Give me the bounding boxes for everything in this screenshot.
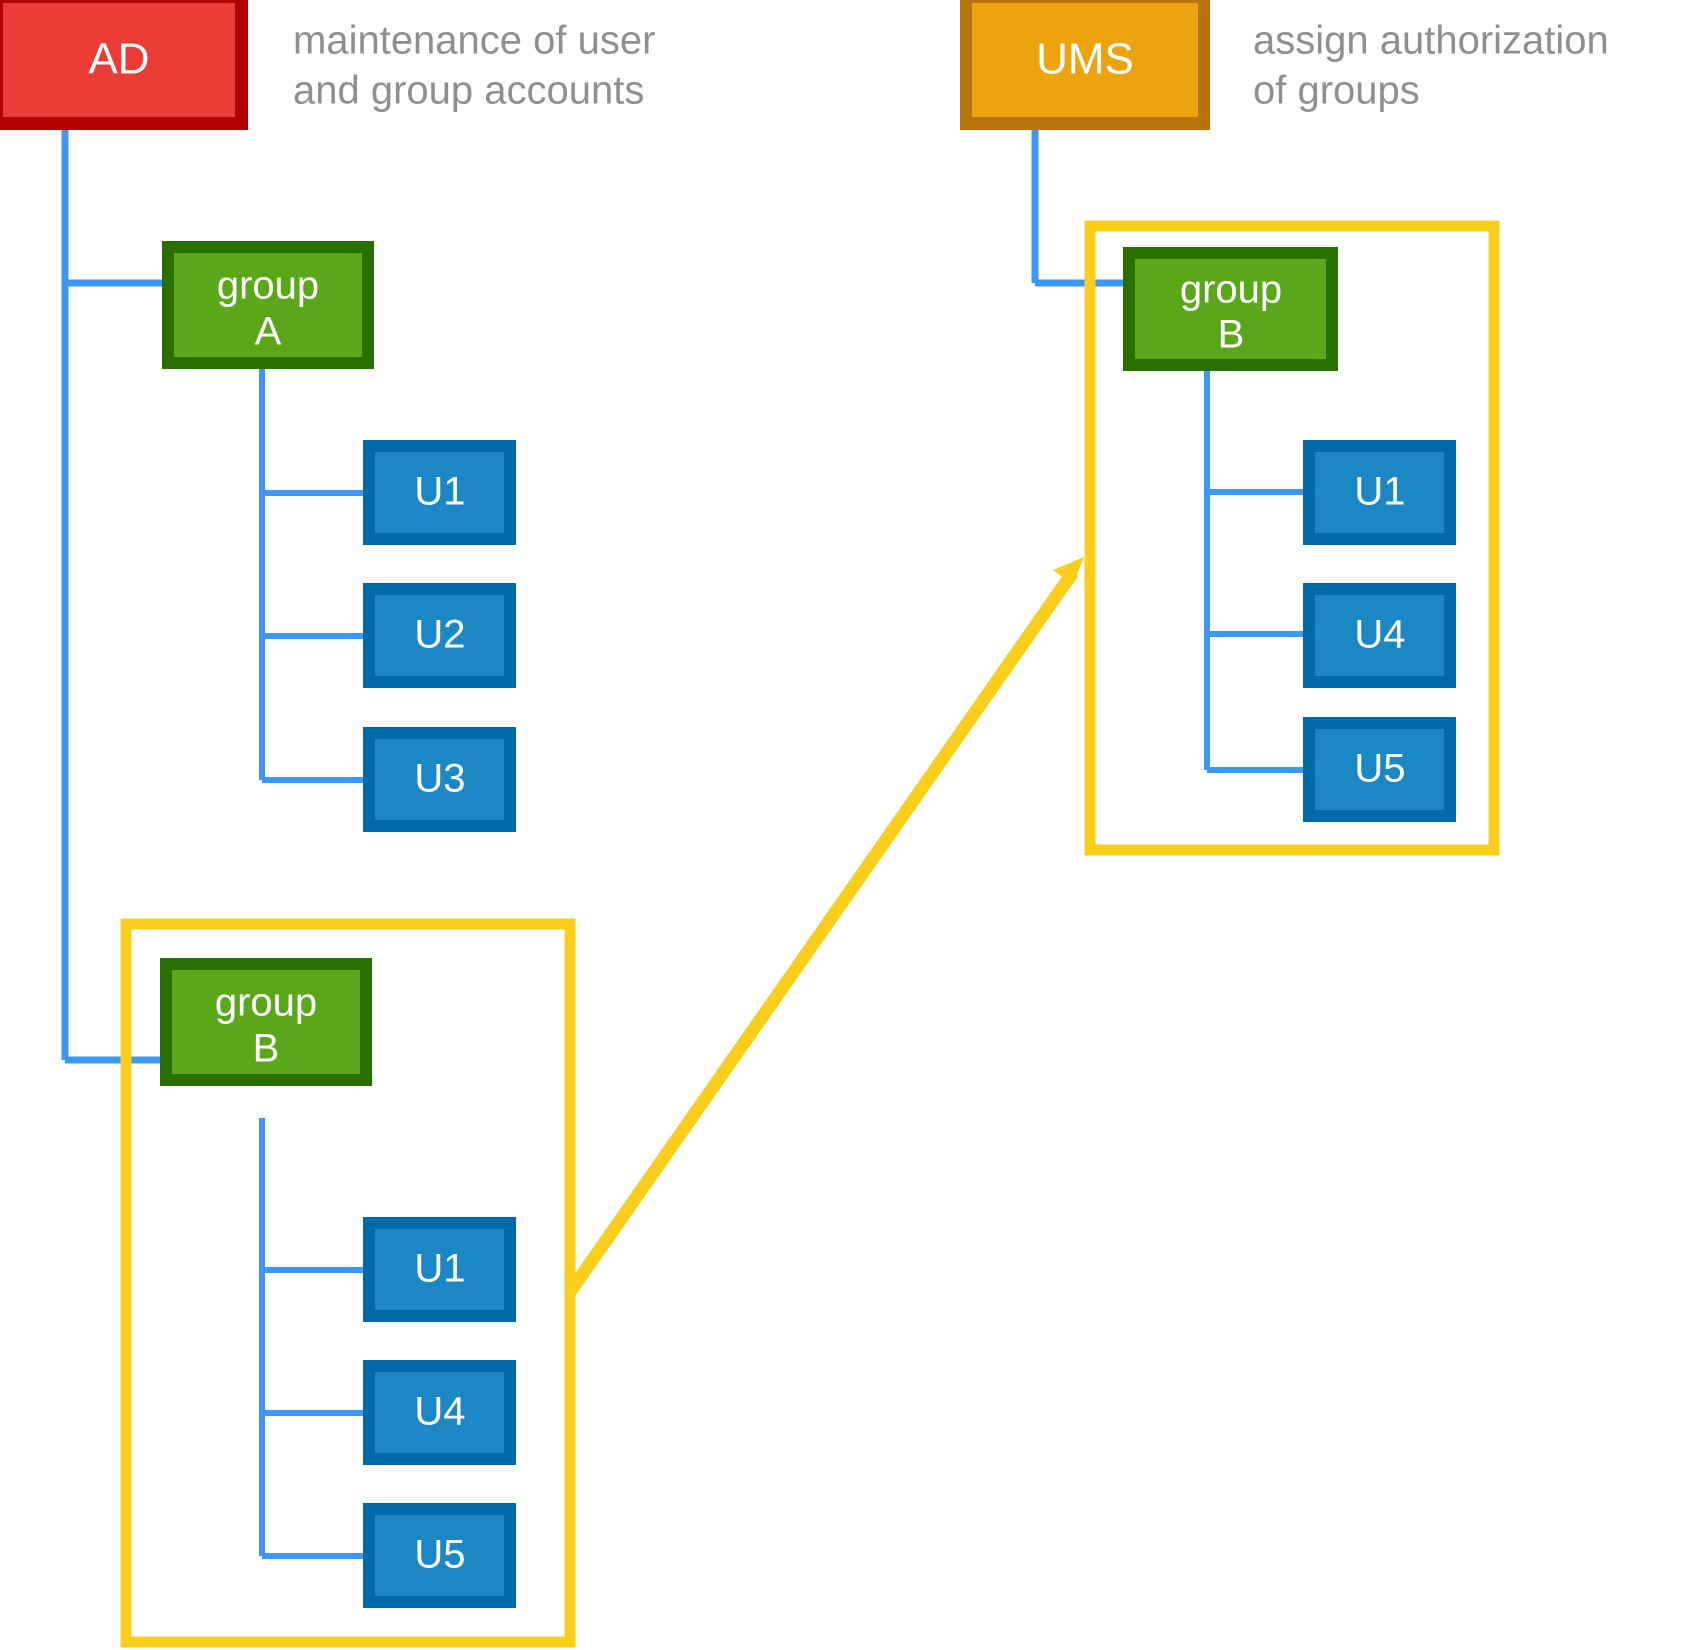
ums-annotation: assign authorization of groups	[1253, 19, 1609, 113]
group-b-ad-member-u1[interactable]: U1	[363, 1217, 516, 1322]
ad-annotation: maintenance of user and group accounts	[293, 19, 655, 113]
group-a-label-line1: group	[217, 264, 319, 308]
ums-group-b-highlight-box	[1084, 220, 1500, 856]
sync-arrow-head	[1053, 557, 1084, 585]
user-box-label: U2	[414, 613, 465, 657]
user-box-fill	[375, 739, 504, 820]
user-box-label: U1	[1354, 470, 1405, 514]
ums-node-label: UMS	[1036, 35, 1134, 84]
user-box-label: U1	[414, 470, 465, 514]
user-box-fill	[375, 595, 504, 676]
group-b-ums-member-u1[interactable]: U1	[1303, 440, 1456, 545]
ad-annotation-line1: maintenance of user	[293, 19, 655, 63]
group-b-ad-label-line1: group	[215, 981, 317, 1025]
user-box-fill	[375, 1515, 504, 1596]
group-b-ad-label-line2: B	[253, 1027, 280, 1071]
sync-arrow-shaft	[564, 568, 1079, 1296]
group-b-ad-member-u5[interactable]: U5	[363, 1503, 516, 1608]
group-b-ums-label-line2: B	[1218, 313, 1245, 357]
user-box-fill	[375, 1372, 504, 1453]
user-box-label: U5	[414, 1533, 465, 1577]
ad-connector-group	[61, 130, 168, 1064]
group-b-ums-node[interactable]: group B	[1123, 247, 1338, 371]
group-b-ums-connector-group	[1204, 368, 1305, 773]
group-b-sync-arrow	[564, 557, 1084, 1296]
user-box-label: U1	[414, 1247, 465, 1291]
group-b-ums-fill	[1135, 259, 1326, 359]
user-box-label: U4	[414, 1390, 465, 1434]
ad-node-label: AD	[88, 35, 149, 84]
group-a-member-u1[interactable]: U1	[363, 440, 516, 545]
group-b-ums-member-u5[interactable]: U5	[1303, 717, 1456, 822]
group-b-ums-member-u4[interactable]: U4	[1303, 583, 1456, 688]
user-box-fill	[375, 1229, 504, 1310]
user-box-fill	[1315, 729, 1444, 810]
user-box-fill	[375, 452, 504, 533]
ad-annotation-line2: and group accounts	[293, 69, 644, 113]
group-b-ad-connector-group	[259, 1118, 365, 1559]
ad-node-fill	[3, 3, 235, 117]
ums-annotation-line2: of groups	[1253, 69, 1420, 113]
ums-node-fill	[972, 3, 1198, 117]
group-a-label-line2: A	[255, 310, 282, 354]
user-box-fill	[1315, 452, 1444, 533]
group-a-member-u2[interactable]: U2	[363, 583, 516, 688]
group-b-ad-fill	[172, 970, 360, 1074]
user-box-label: U4	[1354, 613, 1405, 657]
ad-node[interactable]: AD	[0, 0, 248, 130]
group-a-fill	[174, 253, 362, 357]
group-a-connector-group	[259, 340, 365, 783]
user-box-fill	[1315, 595, 1444, 676]
group-b-ad-member-u4[interactable]: U4	[363, 1360, 516, 1465]
ums-annotation-line1: assign authorization	[1253, 19, 1609, 63]
group-b-ad-node[interactable]: group B	[160, 958, 372, 1086]
user-box-label: U3	[414, 757, 465, 801]
user-box-label: U5	[1354, 747, 1405, 791]
ums-node[interactable]: UMS	[960, 0, 1210, 130]
group-a-node[interactable]: group A	[162, 241, 374, 369]
group-b-ums-label-line1: group	[1180, 268, 1282, 312]
group-a-member-u3[interactable]: U3	[363, 727, 516, 832]
